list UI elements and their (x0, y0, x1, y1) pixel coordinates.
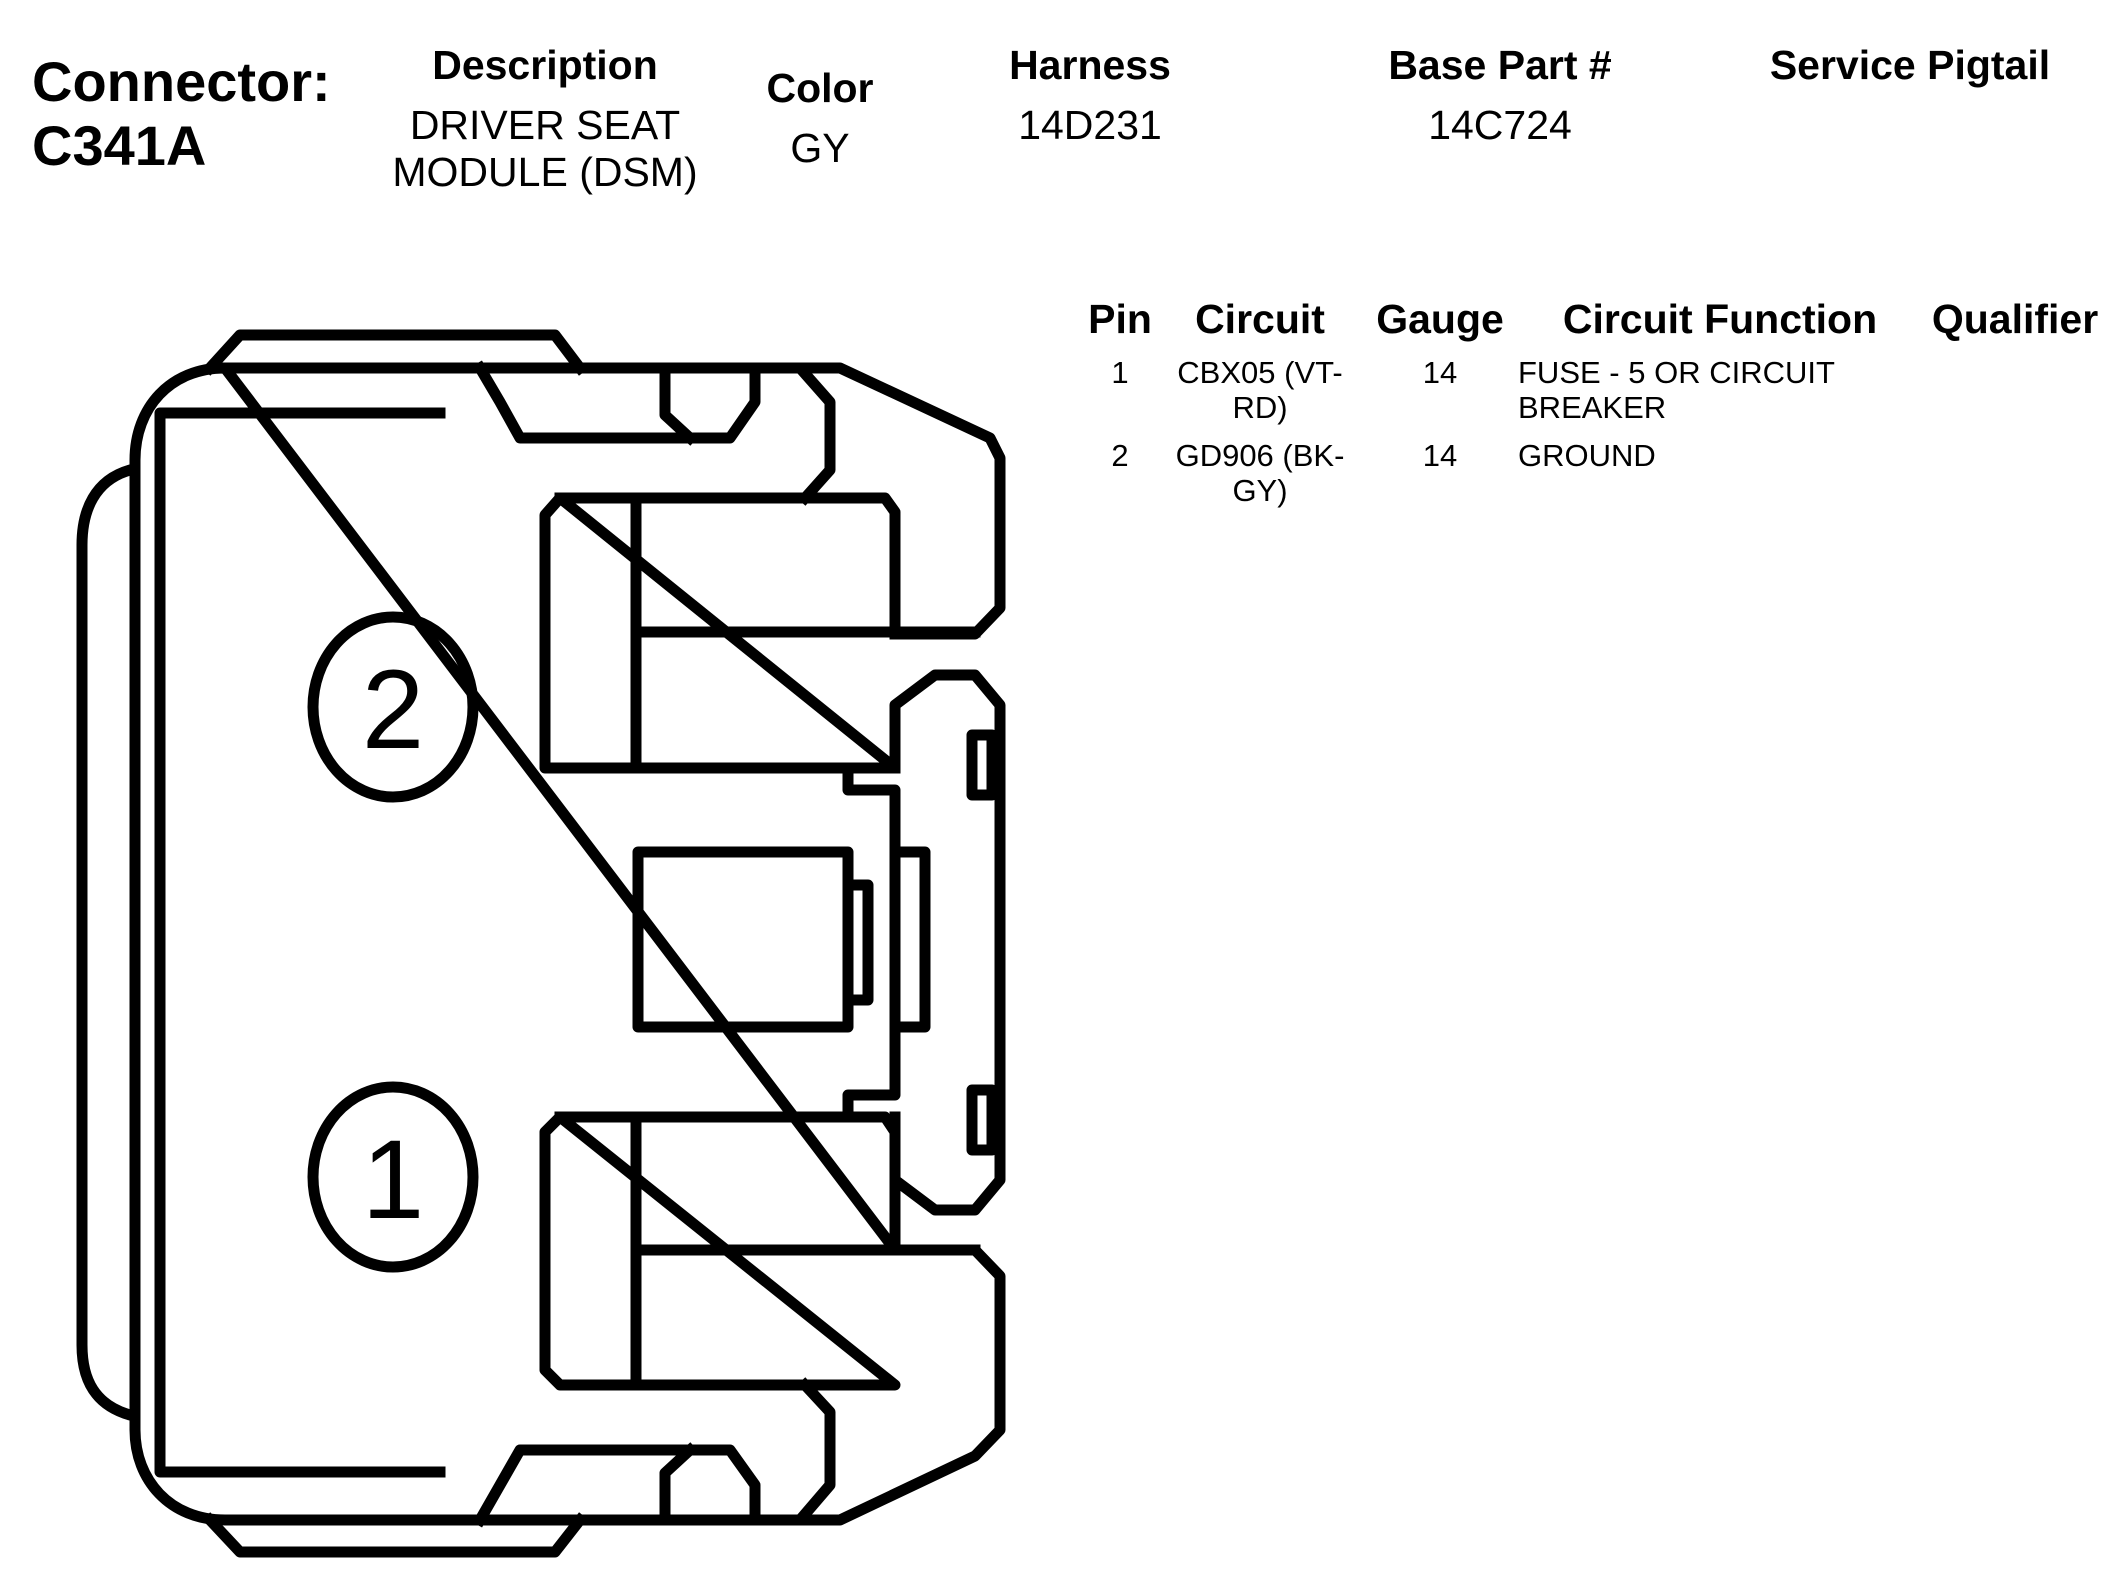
harness-label: Harness (1009, 42, 1171, 88)
col-header-circuit-function: Circuit Function (1562, 296, 1878, 342)
lock-tab (889, 669, 1006, 1216)
description-label: Description (432, 42, 658, 88)
center-key-latch (842, 879, 874, 1006)
col-header-gauge: Gauge (1376, 296, 1504, 342)
base-part-label: Base Part # (1388, 42, 1612, 88)
row1-circuit-line1: CBX05 (VT- (1177, 355, 1343, 390)
left-rim (76, 463, 137, 1422)
lock-tab-slot-lower (966, 1084, 998, 1156)
lock-tab-slot-upper (966, 729, 998, 801)
col-header-qualifier: Qualifier (1931, 296, 2099, 342)
col-header-circuit: Circuit (1195, 296, 1325, 342)
bottom-latch (472, 1377, 836, 1528)
service-pigtail-label: Service Pigtail (1769, 42, 2051, 88)
inner-frame (154, 407, 446, 1478)
description-value-line1: DRIVER SEAT (409, 102, 681, 148)
connector-face-diagram: 2 1 (76, 329, 1006, 1558)
color-value: GY (790, 125, 850, 171)
top-rail (202, 329, 588, 376)
harness-value: 14D231 (1018, 102, 1162, 148)
col-header-pin: Pin (1088, 296, 1152, 342)
row2-pin: 2 (1111, 438, 1129, 473)
base-part-value: 14C724 (1428, 102, 1572, 148)
row1-pin: 1 (1111, 355, 1129, 390)
description-value-line2: MODULE (DSM) (392, 149, 698, 195)
pin2-circle (307, 611, 479, 803)
row2-circuit-line1: GD906 (BK- (1175, 438, 1345, 473)
pin2-number: 2 (362, 647, 424, 772)
row1-gauge: 14 (1422, 355, 1458, 390)
connector-id: C341A (32, 114, 207, 177)
center-key-latch-outer (889, 846, 931, 1033)
center-key (632, 846, 854, 1033)
connector-label: Connector: (32, 50, 331, 113)
row2-circuit-line2: GY) (1232, 473, 1288, 508)
pin1-number: 1 (362, 1117, 424, 1242)
bottom-rail (202, 1512, 588, 1558)
row1-circuit-line2: RD) (1232, 390, 1288, 425)
color-label: Color (766, 65, 874, 111)
top-latch (472, 360, 836, 506)
row1-function-line1: FUSE - 5 OR CIRCUIT (1518, 355, 1835, 390)
row2-gauge: 14 (1422, 438, 1458, 473)
pin1-circle (307, 1081, 479, 1273)
row1-function-line2: BREAKER (1518, 390, 1667, 425)
row2-function-line1: GROUND (1518, 438, 1656, 473)
